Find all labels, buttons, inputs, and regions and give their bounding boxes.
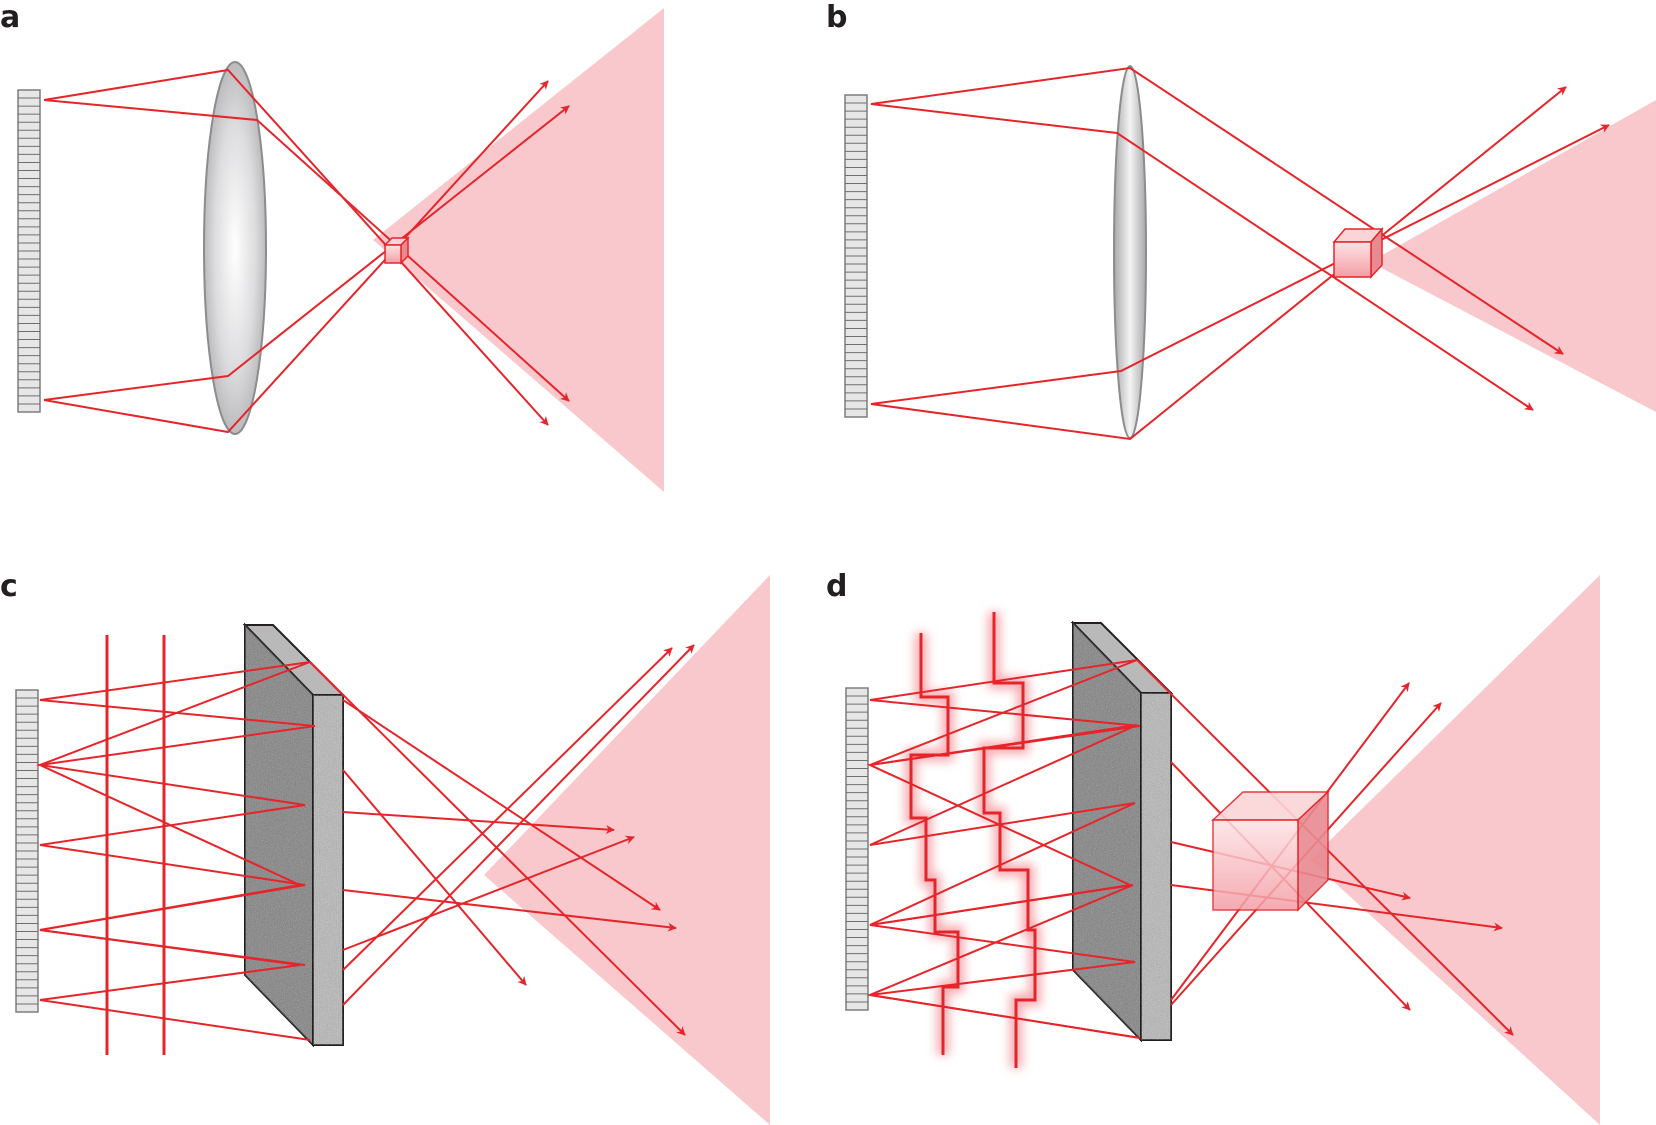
light-rays (43, 68, 570, 434)
illumination-cone (1310, 575, 1600, 1125)
light-rays (36, 661, 316, 1041)
scattering-plate (1070, 620, 1174, 1043)
panel-d-label: d (826, 569, 847, 604)
slm-pixel-array (17, 89, 41, 413)
illumination-cone (373, 8, 664, 492)
illumination-cone (484, 575, 770, 1125)
panel-b: b (826, 0, 1656, 441)
panel-a: a (0, 0, 664, 492)
light-rays (866, 659, 1141, 1039)
light-rays (870, 66, 1610, 441)
output-rays (309, 644, 695, 1036)
panel-a-label: a (0, 0, 20, 35)
slm-pixel-array (15, 689, 39, 1013)
slm-pixel-array (844, 94, 868, 418)
scattering-plate (242, 622, 346, 1048)
illumination-cone (1370, 100, 1656, 412)
lens (203, 61, 267, 435)
slm-pixel-array (845, 687, 869, 1011)
distorted-fringes (905, 612, 1041, 1068)
lens (1113, 65, 1147, 439)
panel-c: c (0, 569, 770, 1125)
panel-d: d (826, 569, 1600, 1125)
panel-b-label: b (826, 0, 847, 35)
focal-cube (1211, 790, 1330, 912)
focal-cube (383, 236, 410, 265)
panel-c-label: c (0, 569, 18, 604)
glowing-fringes (101, 635, 170, 1055)
focal-cube (1332, 226, 1384, 279)
